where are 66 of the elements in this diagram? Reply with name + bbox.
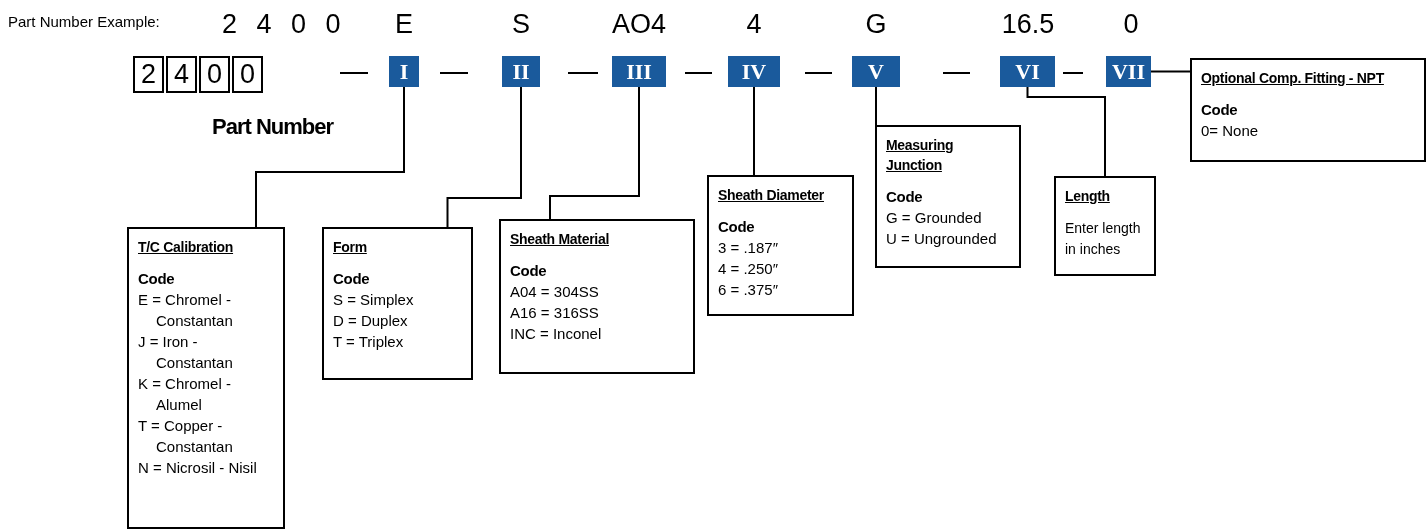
box-heading: Form bbox=[333, 238, 368, 257]
option-text: E = Chromel - Constantan bbox=[138, 290, 234, 331]
option-text: 0= None bbox=[1201, 121, 1260, 141]
part-number-label: Part Number bbox=[212, 113, 334, 141]
code-box: IV bbox=[728, 56, 780, 87]
option-text: 4 = .250″ bbox=[718, 259, 779, 279]
code-heading: Code bbox=[510, 261, 548, 281]
box-heading: Measuring Junction bbox=[886, 136, 955, 175]
example-value: 4 bbox=[746, 8, 762, 41]
connector-line bbox=[446, 86, 522, 228]
option-text: D = Duplex bbox=[333, 311, 409, 331]
box-heading: Sheath Diameter bbox=[718, 186, 825, 205]
box-heading: Optional Comp. Fitting - NPT bbox=[1201, 69, 1386, 88]
option-box bbox=[1190, 58, 1426, 162]
example-value: 16.5 bbox=[1001, 8, 1055, 41]
option-box bbox=[322, 227, 473, 380]
digit-cell: 4 bbox=[166, 56, 197, 93]
connector-line bbox=[255, 86, 405, 228]
connector-line bbox=[753, 86, 755, 176]
option-text: T = Copper - Constantan bbox=[138, 416, 234, 457]
connector-line bbox=[549, 86, 640, 220]
option-box bbox=[707, 175, 854, 316]
example-value: AO4 bbox=[612, 8, 666, 41]
code-heading: Code bbox=[1201, 100, 1239, 120]
connector-line bbox=[1150, 70, 1191, 73]
example-value: 0 bbox=[1123, 8, 1139, 41]
option-text: A04 = 304SS bbox=[510, 282, 600, 302]
box-heading: Sheath Material bbox=[510, 230, 610, 249]
option-text: J = Iron - Constantan bbox=[138, 332, 234, 373]
option-text: G = Grounded bbox=[886, 208, 983, 228]
option-text: Enter length in inches bbox=[1065, 219, 1142, 259]
code-heading: Code bbox=[886, 187, 924, 207]
code-heading: Code bbox=[138, 269, 176, 289]
digit-cell: 0 bbox=[199, 56, 230, 93]
digit-cell: 2 bbox=[133, 56, 164, 93]
option-text: T = Triplex bbox=[333, 332, 405, 352]
option-text: U = Ungrounded bbox=[886, 229, 998, 249]
option-text: S = Simplex bbox=[333, 290, 415, 310]
code-box: VI bbox=[1000, 56, 1055, 87]
example-caption: Part Number Example: bbox=[8, 13, 160, 32]
option-text: INC = Inconel bbox=[510, 324, 603, 344]
box-heading: Length bbox=[1065, 187, 1111, 206]
box-heading: T/C Calibration bbox=[138, 238, 235, 257]
option-text: A16 = 316SS bbox=[510, 303, 600, 323]
code-heading: Code bbox=[718, 217, 756, 237]
option-text: K = Chromel - Alumel bbox=[138, 374, 232, 415]
digit-cell: 0 bbox=[232, 56, 263, 93]
code-box: VII bbox=[1106, 56, 1151, 87]
code-box: I bbox=[389, 56, 419, 87]
connector-line bbox=[875, 86, 877, 126]
code-box: II bbox=[502, 56, 540, 87]
connector-line bbox=[1026, 86, 1106, 177]
option-box bbox=[499, 219, 695, 374]
example-value: 2 4 0 0 bbox=[222, 8, 347, 41]
option-text: 6 = .375″ bbox=[718, 280, 779, 300]
option-box bbox=[127, 227, 285, 529]
option-box bbox=[1054, 176, 1156, 276]
code-heading: Code bbox=[333, 269, 371, 289]
option-text: N = Nicrosil - Nisil bbox=[138, 458, 258, 478]
example-value: S bbox=[512, 8, 530, 41]
example-value: G bbox=[865, 8, 887, 41]
code-box: III bbox=[612, 56, 666, 87]
option-text: 3 = .187″ bbox=[718, 238, 779, 258]
code-box: V bbox=[852, 56, 900, 87]
example-value: E bbox=[395, 8, 413, 41]
option-box bbox=[875, 125, 1021, 268]
